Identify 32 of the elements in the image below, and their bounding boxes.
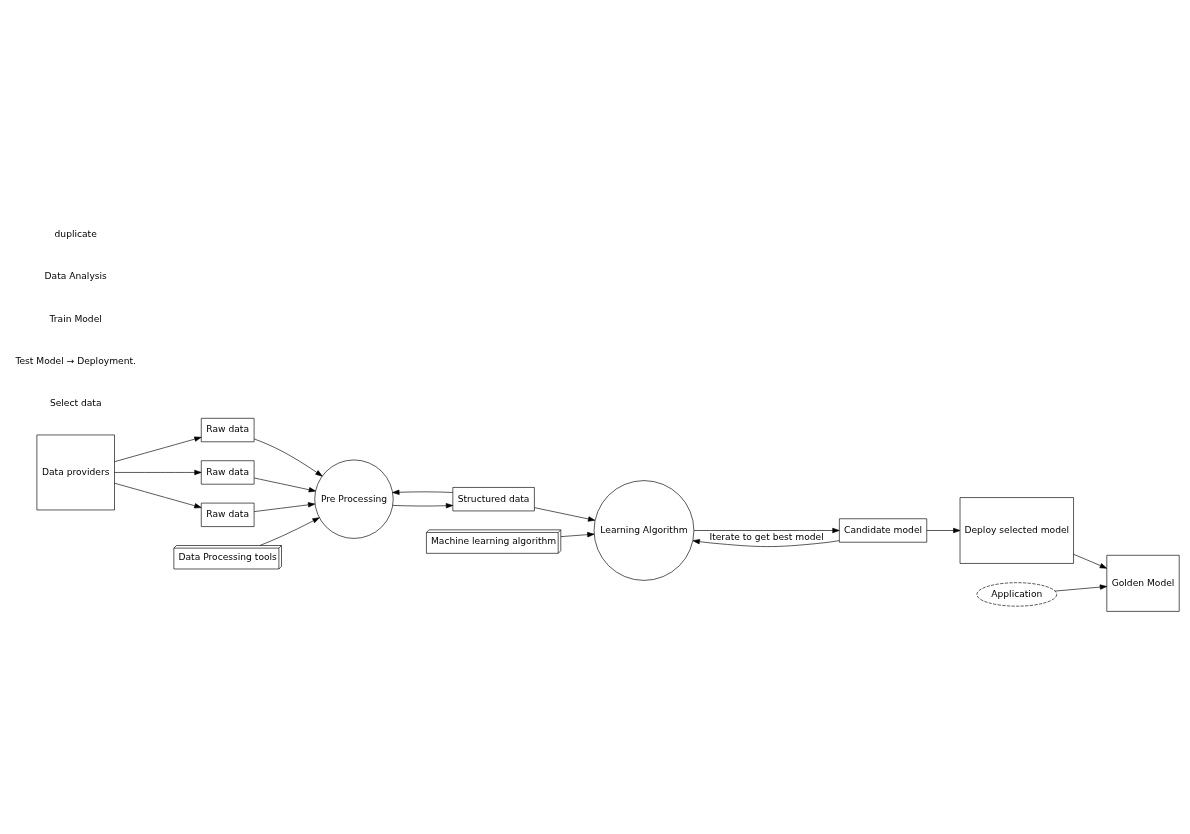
- label: duplicate: [54, 228, 97, 239]
- node-box: Raw data: [200, 417, 255, 443]
- arrow: [253, 477, 316, 493]
- arrow: [253, 502, 316, 512]
- node-box: Data providers: [36, 434, 115, 511]
- node-circle: Learning Algorithm: [593, 480, 695, 581]
- arrow: [560, 532, 595, 538]
- arrow: [1073, 553, 1107, 569]
- node-box: Candidate model: [839, 518, 928, 543]
- arrow: [926, 527, 961, 534]
- node-box: Structured data: [452, 487, 535, 512]
- node-ellipse: Application: [976, 582, 1058, 607]
- edge-label: Iterate to get best model: [709, 532, 824, 543]
- arrow: [114, 482, 202, 509]
- node-box: Deploy selected model: [959, 497, 1074, 564]
- arrow: [392, 503, 454, 509]
- node-box: Raw data: [200, 460, 255, 485]
- label: Select data: [49, 398, 102, 409]
- arrow: [114, 469, 202, 476]
- arrow: [114, 436, 202, 462]
- node-box: Golden Model: [1106, 554, 1180, 612]
- label: Train Model: [49, 313, 102, 324]
- arrow: [253, 438, 323, 477]
- label: Test Model → Deployment.: [15, 355, 136, 366]
- arrow: [534, 507, 596, 522]
- arrow: [259, 517, 320, 546]
- arrow: [692, 539, 840, 547]
- arrow: [693, 527, 840, 534]
- arrow: [1054, 584, 1108, 592]
- node-box: Raw data: [200, 502, 255, 527]
- arrow: [392, 489, 453, 495]
- label: Data Analysis: [44, 271, 107, 282]
